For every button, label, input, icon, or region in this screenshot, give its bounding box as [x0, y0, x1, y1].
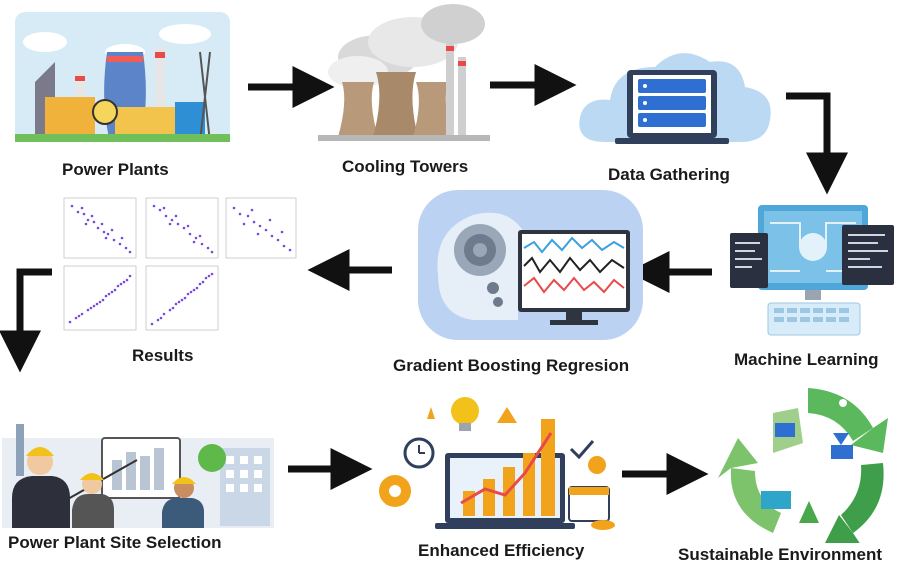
enhanced-efficiency-label: Enhanced Efficiency [418, 541, 585, 560]
sustainable-environment-illustration [718, 388, 888, 543]
sustainable-environment-label: Sustainable Environment [678, 545, 883, 564]
enhanced-efficiency-illustration [379, 397, 615, 530]
power-plants-label: Power Plants [62, 160, 169, 179]
cooling-towers-label: Cooling Towers [342, 157, 469, 176]
machine-learning-illustration [730, 205, 894, 336]
arrow-data-to-ml [786, 92, 848, 195]
machine-learning-label: Machine Learning [734, 350, 879, 369]
gradient-boosting-illustration [418, 190, 643, 340]
power-plant-illustration [15, 12, 230, 142]
results-label: Results [132, 346, 194, 365]
cooling-towers-illustration [318, 4, 490, 141]
site-selection-label: Power Plant Site Selection [8, 533, 222, 552]
data-gathering-label: Data Gathering [608, 165, 730, 184]
arrow-results-to-site [0, 268, 52, 373]
results-scatter-plots [58, 194, 298, 334]
data-gathering-illustration [579, 53, 771, 144]
site-selection-illustration [2, 424, 274, 528]
gradient-boosting-label: Gradient Boosting Regresion [393, 356, 630, 375]
